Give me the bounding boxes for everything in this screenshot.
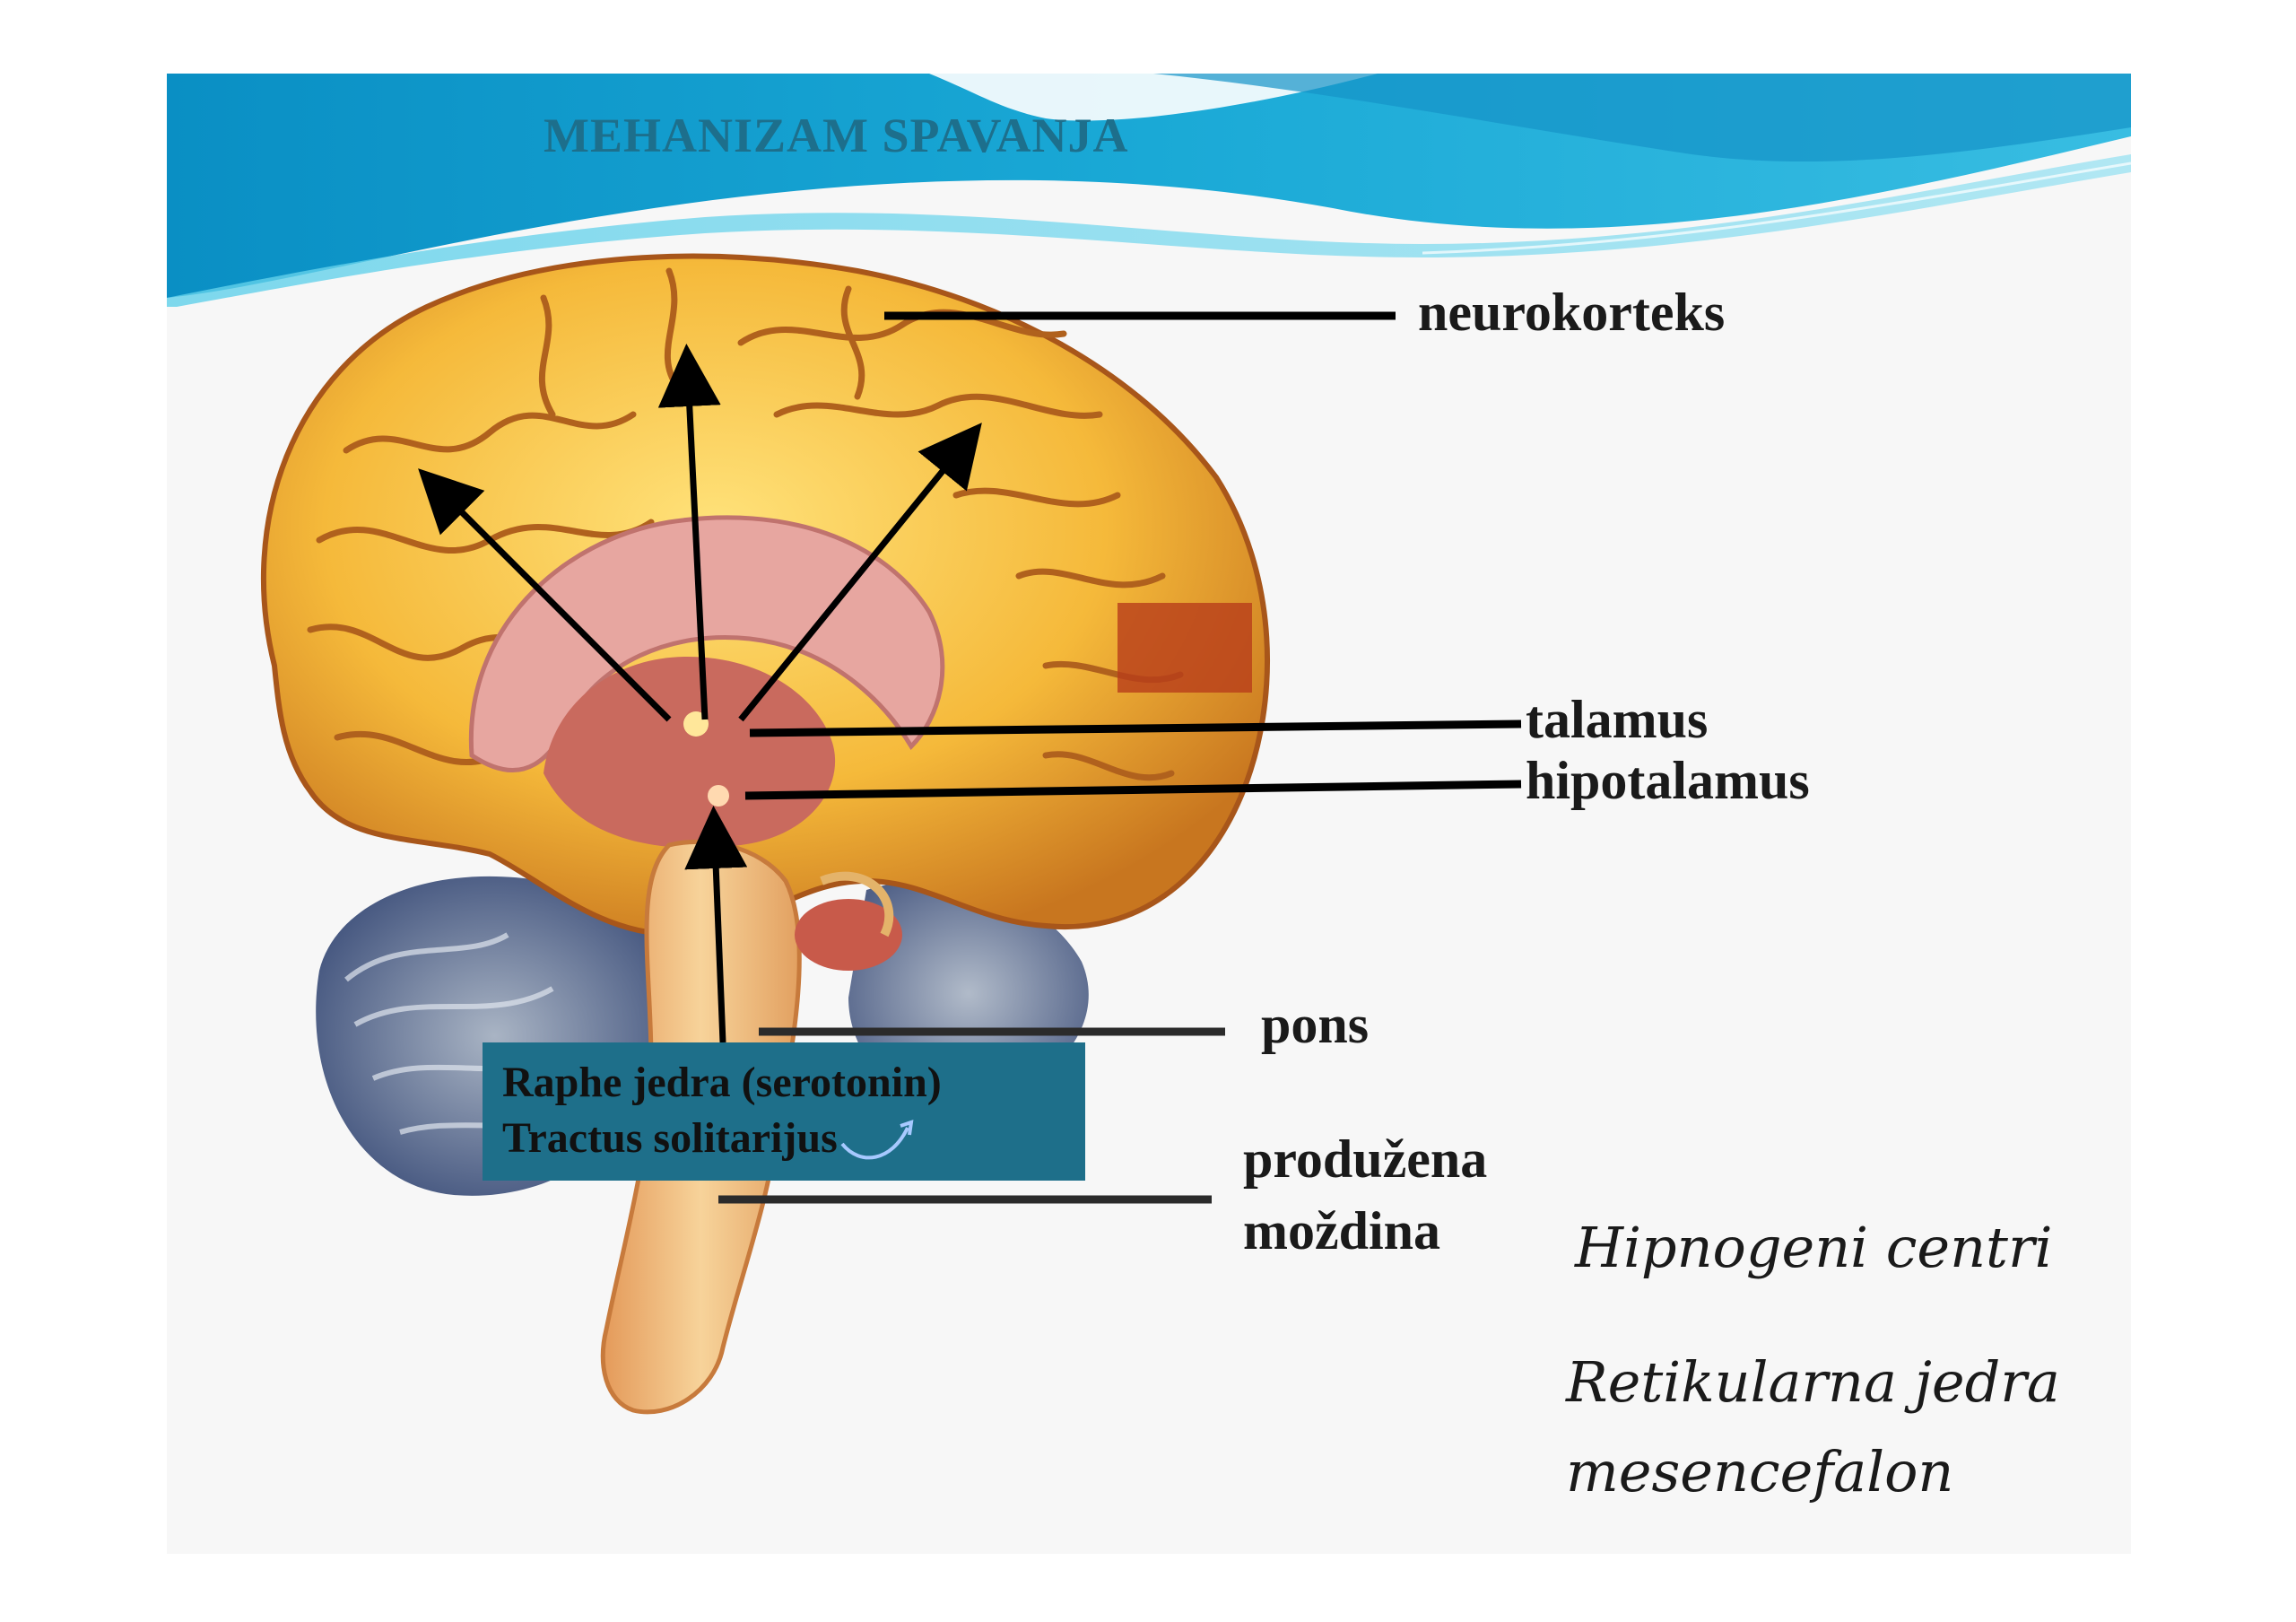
leader-talamus [749, 719, 1522, 737]
arrow-right [738, 423, 982, 722]
curved-arrow-icon [840, 1120, 914, 1160]
raphe-line: Raphe jedra (serotonin) [502, 1059, 942, 1106]
arrow-left [418, 468, 672, 722]
arrow-raphe [684, 806, 748, 1043]
slide-title: MEHANIZAM SPAVANJA [544, 109, 1129, 162]
tractus-text: Tractus solitarijus [502, 1114, 838, 1162]
label-pons: pons [1261, 995, 1370, 1054]
tractus-line: Tractus solitarijus [502, 1111, 1065, 1167]
header-banner [167, 74, 2131, 307]
hypothalamus-nucleus [708, 785, 729, 807]
arrow-up [657, 344, 721, 720]
label-hipotalamus: hipotalamus [1526, 751, 1810, 810]
brain-diagram [260, 253, 1522, 1415]
label-hipnogeni-centri: Hipnogeni centri [1575, 1215, 2053, 1280]
label-talamus: talamus [1526, 690, 1709, 749]
label-produzena-1: produžena [1243, 1129, 1488, 1189]
corpus-callosum [468, 515, 945, 849]
raphe-box: Raphe jedra (serotonin) Tractus solitari… [483, 1042, 1085, 1181]
label-mesencefalon: mesencefalon [1566, 1439, 1954, 1504]
label-neurokorteks: neurokorteks [1418, 283, 1726, 342]
leader-hipotalamus [744, 780, 1522, 800]
label-produzena-2: moždina [1243, 1201, 1441, 1260]
label-retikularna-jedra: Retikularna jedra [1566, 1349, 2060, 1415]
slide: MEHANIZAM SPAVANJA [167, 74, 2131, 1554]
